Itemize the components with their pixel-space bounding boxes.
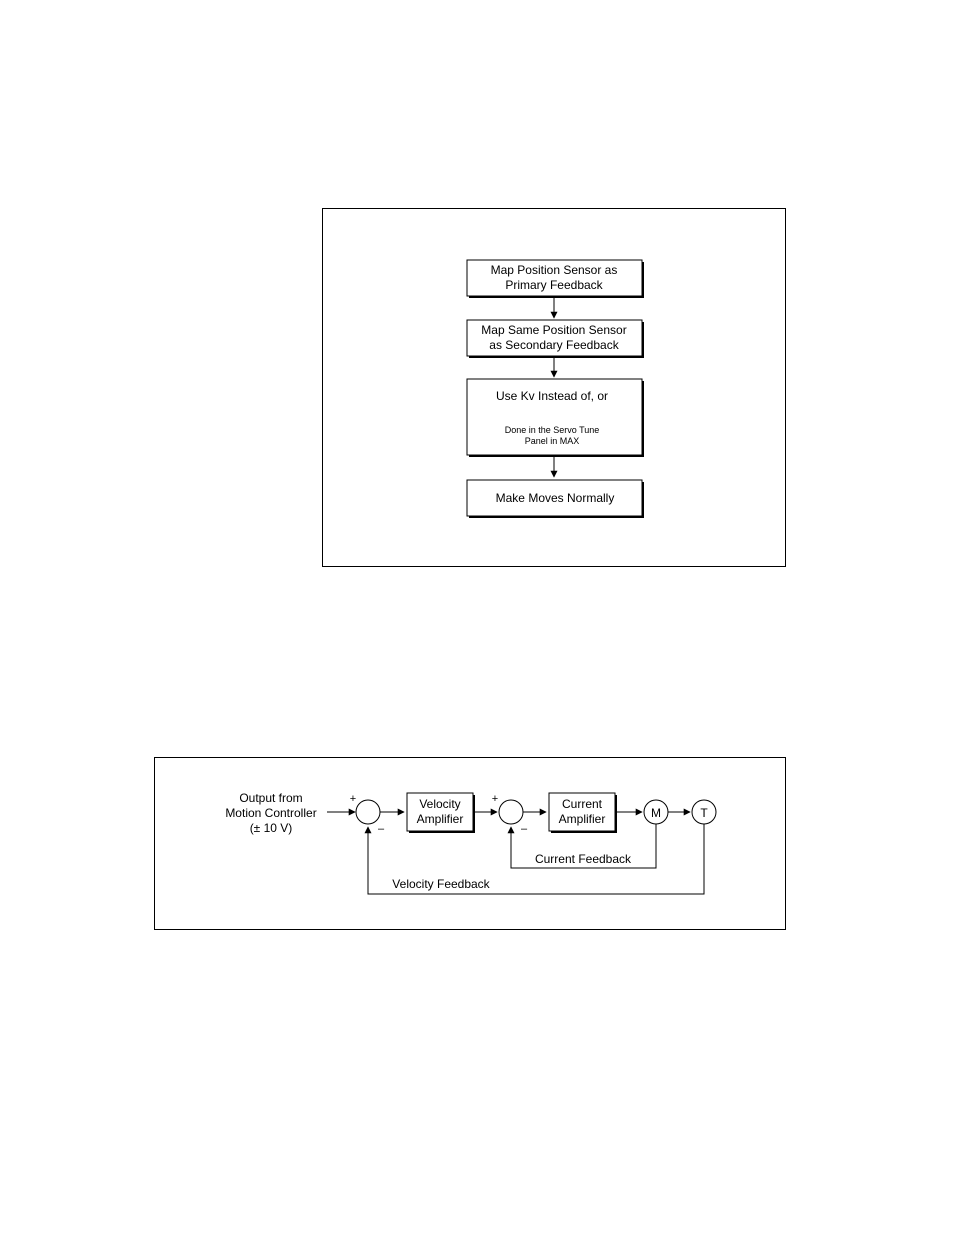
current-amplifier-block: Current Amplifier — [549, 793, 617, 833]
velocity-feedback-label: Velocity Feedback — [392, 877, 490, 891]
velocity-amplifier-block: Velocity Amplifier — [407, 793, 475, 833]
block-diagram-svg: Output from Motion Controller (± 10 V) +… — [155, 758, 787, 931]
current-amp-line-2: Amplifier — [559, 812, 606, 826]
velocity-summing-junction — [356, 800, 380, 824]
step-use-kv: Use Kv Instead of, or Done in the Servo … — [467, 379, 644, 457]
sum1-minus: – — [378, 823, 385, 835]
step-1-line-1: Map Position Sensor as — [491, 263, 618, 277]
step-1-line-2: Primary Feedback — [505, 278, 603, 292]
current-summing-junction — [499, 800, 523, 824]
step-4-line-1: Make Moves Normally — [496, 491, 615, 505]
step-2-line-2: as Secondary Feedback — [489, 338, 619, 352]
input-label-line-1: Output from — [239, 791, 302, 805]
sum1-plus: + — [350, 793, 356, 805]
flowchart-svg: Map Position Sensor as Primary Feedback … — [323, 209, 787, 568]
block-diagram-figure: Output from Motion Controller (± 10 V) +… — [154, 757, 786, 930]
step-map-primary: Map Position Sensor as Primary Feedback — [467, 260, 644, 298]
sum2-plus: + — [492, 793, 498, 805]
velocity-amp-line-2: Amplifier — [417, 812, 464, 826]
tach-label: T — [700, 806, 708, 820]
step-3-line-1: Use Kv Instead of, or — [496, 389, 608, 403]
step-map-secondary: Map Same Position Sensor as Secondary Fe… — [467, 320, 644, 358]
current-feedback-label: Current Feedback — [535, 852, 632, 866]
sum2-minus: – — [521, 823, 528, 835]
current-amp-line-1: Current — [562, 797, 603, 811]
step-2-line-1: Map Same Position Sensor — [481, 323, 626, 337]
input-label-line-2: Motion Controller — [225, 806, 316, 820]
step-make-moves: Make Moves Normally — [467, 480, 644, 518]
flowchart-figure: Map Position Sensor as Primary Feedback … — [322, 208, 786, 567]
motor-label: M — [651, 806, 661, 820]
input-label-line-3: (± 10 V) — [250, 821, 293, 835]
step-3-note-2: Panel in MAX — [525, 436, 580, 446]
velocity-amp-line-1: Velocity — [419, 797, 460, 811]
step-3-note-1: Done in the Servo Tune — [505, 425, 600, 435]
